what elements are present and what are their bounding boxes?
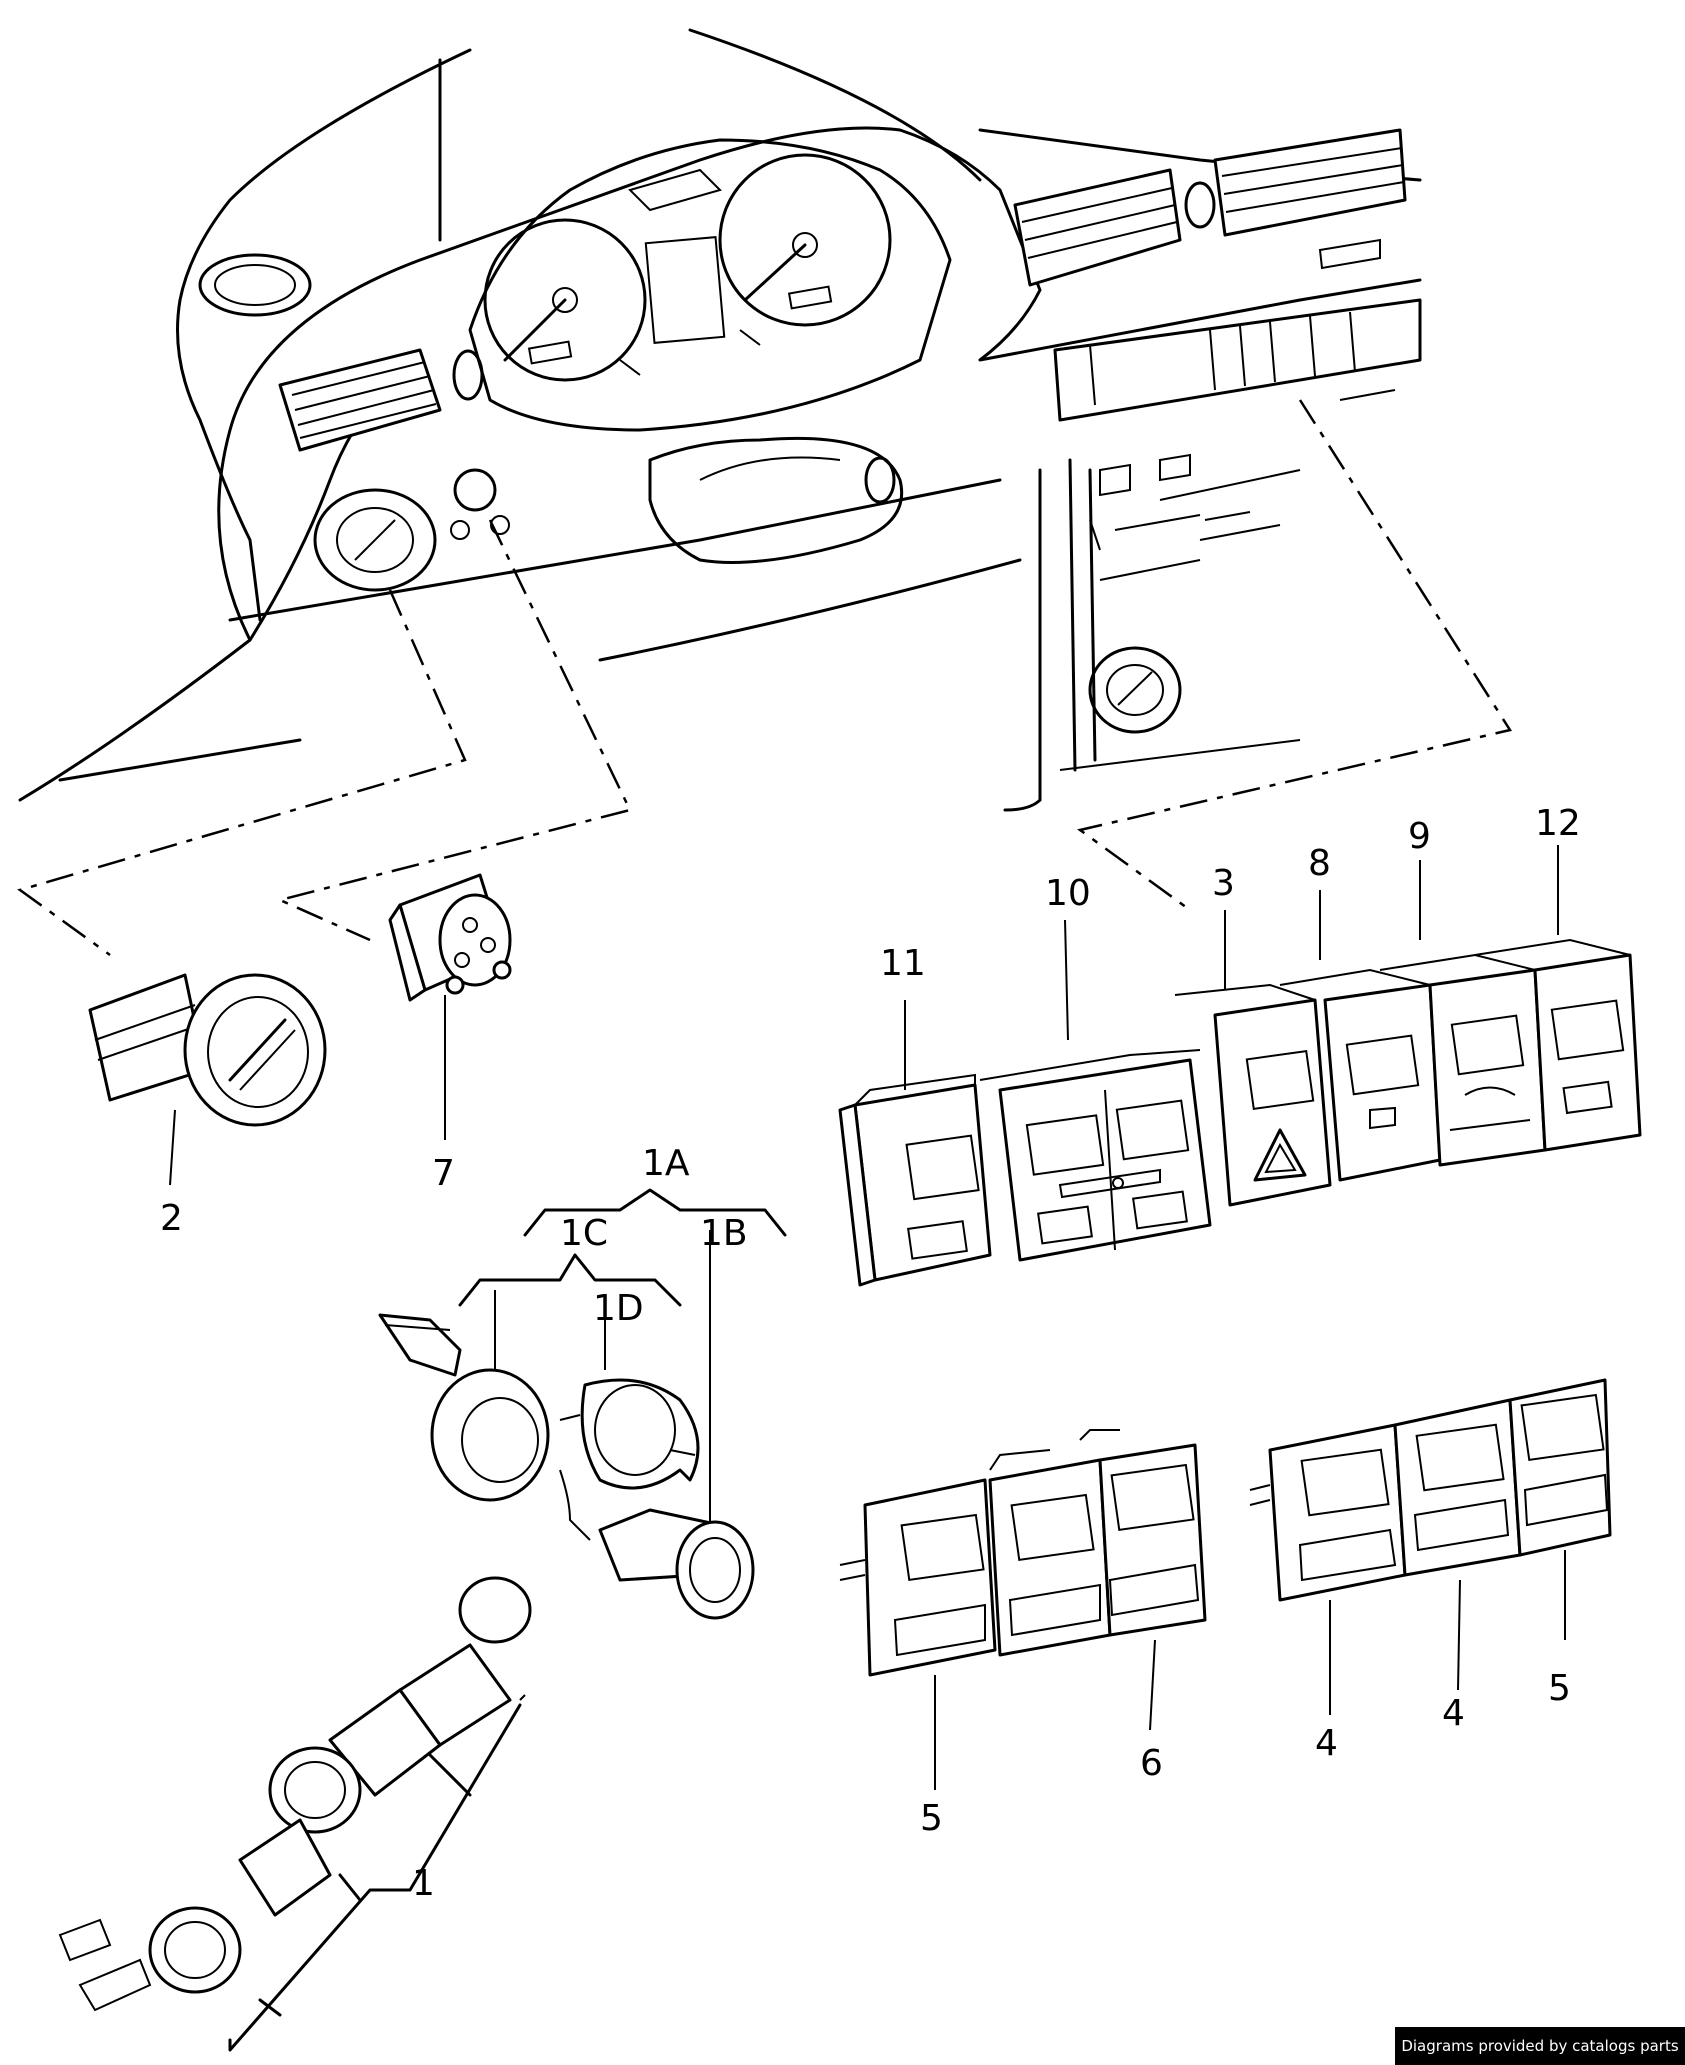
callout-11: 11	[880, 943, 926, 984]
callout-1: 1	[412, 1863, 435, 1904]
callout-10: 10	[1045, 873, 1091, 914]
callout-1C: 1C	[560, 1213, 608, 1254]
credit-banner: Diagrams provided by catalogs parts	[1395, 2027, 1685, 2065]
callout-6: 6	[1140, 1743, 1163, 1784]
callout-3: 3	[1212, 863, 1235, 904]
part-1-lighter-assembly	[58, 1188, 787, 2052]
callout-8: 8	[1308, 843, 1331, 884]
callout-2: 2	[160, 1198, 183, 1239]
dashboard-illustration	[18, 28, 1422, 812]
callout-4-right: 4	[1442, 1693, 1465, 1734]
callout-labels: 11 10 3 8 9 12 2 7 1A 1C 1B 1D 1 5 6 4 4…	[160, 803, 1581, 1904]
leader-lines	[17, 399, 1513, 957]
callout-5-right: 5	[1548, 1668, 1571, 1709]
callout-1D: 1D	[593, 1288, 644, 1329]
callout-7: 7	[432, 1153, 455, 1194]
callout-9: 9	[1408, 816, 1431, 857]
switch-row-upper	[838, 845, 1642, 1287]
switch-row-lower-right	[1249, 1378, 1612, 1715]
callout-1B: 1B	[700, 1213, 748, 1254]
callout-1A: 1A	[642, 1143, 690, 1184]
callout-5-left: 5	[920, 1798, 943, 1839]
switch-row-lower-left	[839, 1429, 1207, 1790]
part-2-light-switch	[88, 973, 327, 1186]
callout-12: 12	[1535, 803, 1581, 844]
callout-4-left: 4	[1315, 1723, 1338, 1764]
part-7-switch	[388, 873, 512, 1140]
